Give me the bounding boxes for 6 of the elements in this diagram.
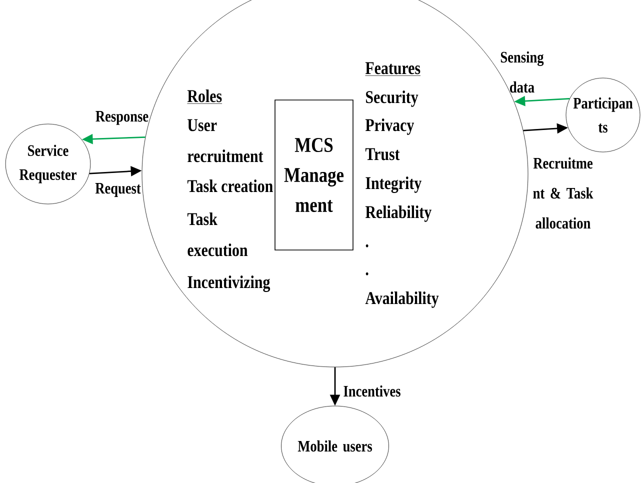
edge-label: Recruitme nt & Task allocation: [533, 157, 594, 229]
edge-label: Sensing data: [500, 51, 544, 93]
management-box: MCS Manage ment: [274, 100, 354, 250]
edge-label: Incentives: [344, 385, 400, 397]
edge-label: Request: [95, 183, 141, 197]
edge-label: Response: [96, 111, 148, 125]
